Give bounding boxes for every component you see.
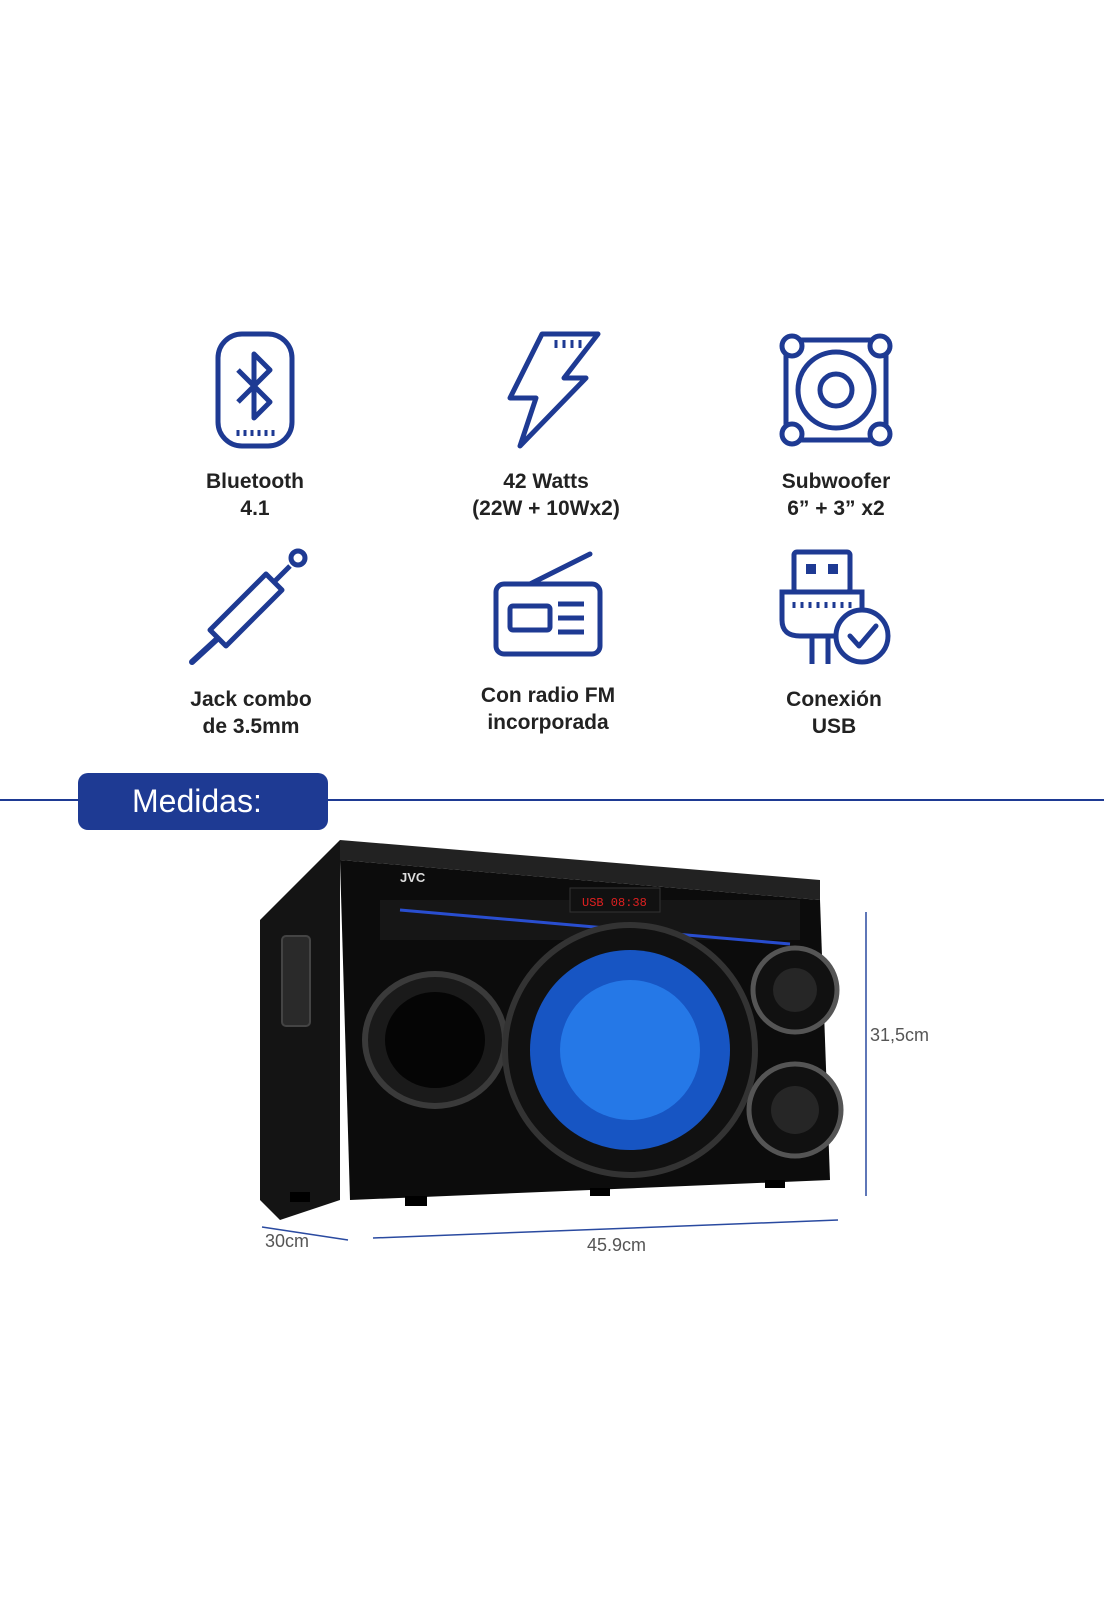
feature-title: Con radio FM [480, 684, 616, 707]
lightning-bolt-icon [507, 331, 601, 449]
brand-logo: JVC [400, 870, 426, 885]
feature-label: 42 Watts (22W + 10Wx2) [426, 468, 666, 522]
feature-bluetooth: Bluetooth 4.1 [135, 330, 375, 522]
feature-label: Conexión USB [714, 686, 954, 740]
feature-label: Con radio FM incorporada [428, 682, 668, 736]
feature-label: Bluetooth 4.1 [135, 468, 375, 522]
feature-detail: (22W + 10Wx2) [472, 497, 620, 520]
height-dimension: 31,5cm [870, 1025, 930, 1045]
feature-title: 42 Watts [503, 470, 589, 493]
audio-jack-icon [189, 548, 308, 665]
feature-label: Subwoofer 6” + 3” x2 [716, 468, 956, 522]
feature-title: Bluetooth [206, 470, 304, 493]
product-image: JVC USB 08:38 [260, 840, 844, 1220]
feature-detail: USB [811, 715, 857, 738]
section-title: Medidas: [78, 773, 328, 830]
bluetooth-phone-icon [215, 331, 295, 449]
feature-detail: 6” + 3” x2 [787, 497, 885, 520]
feature-subwoofer: Subwoofer 6” + 3” x2 [716, 330, 956, 522]
feature-title: Conexión [786, 688, 882, 711]
feature-jack: Jack combo de 3.5mm [131, 548, 371, 740]
speaker-icon [779, 333, 893, 447]
depth-dimension: 30cm [265, 1231, 310, 1251]
feature-radio: Con radio FM incorporada [428, 548, 668, 736]
feature-watts: 42 Watts (22W + 10Wx2) [426, 330, 666, 522]
feature-title: Subwoofer [781, 470, 891, 493]
feature-detail: 4.1 [240, 497, 270, 520]
feature-detail: de 3.5mm [202, 715, 300, 738]
feature-usb: Conexión USB [714, 548, 954, 740]
radio-icon [493, 551, 603, 657]
width-dimension: 45.9cm [587, 1235, 647, 1255]
feature-label: Jack combo de 3.5mm [131, 686, 371, 740]
section-divider [0, 799, 1104, 801]
usb-check-icon [779, 549, 891, 665]
display-readout: USB 08:38 [582, 896, 647, 910]
feature-title: Jack combo [190, 688, 312, 711]
feature-detail: incorporada [487, 711, 609, 734]
